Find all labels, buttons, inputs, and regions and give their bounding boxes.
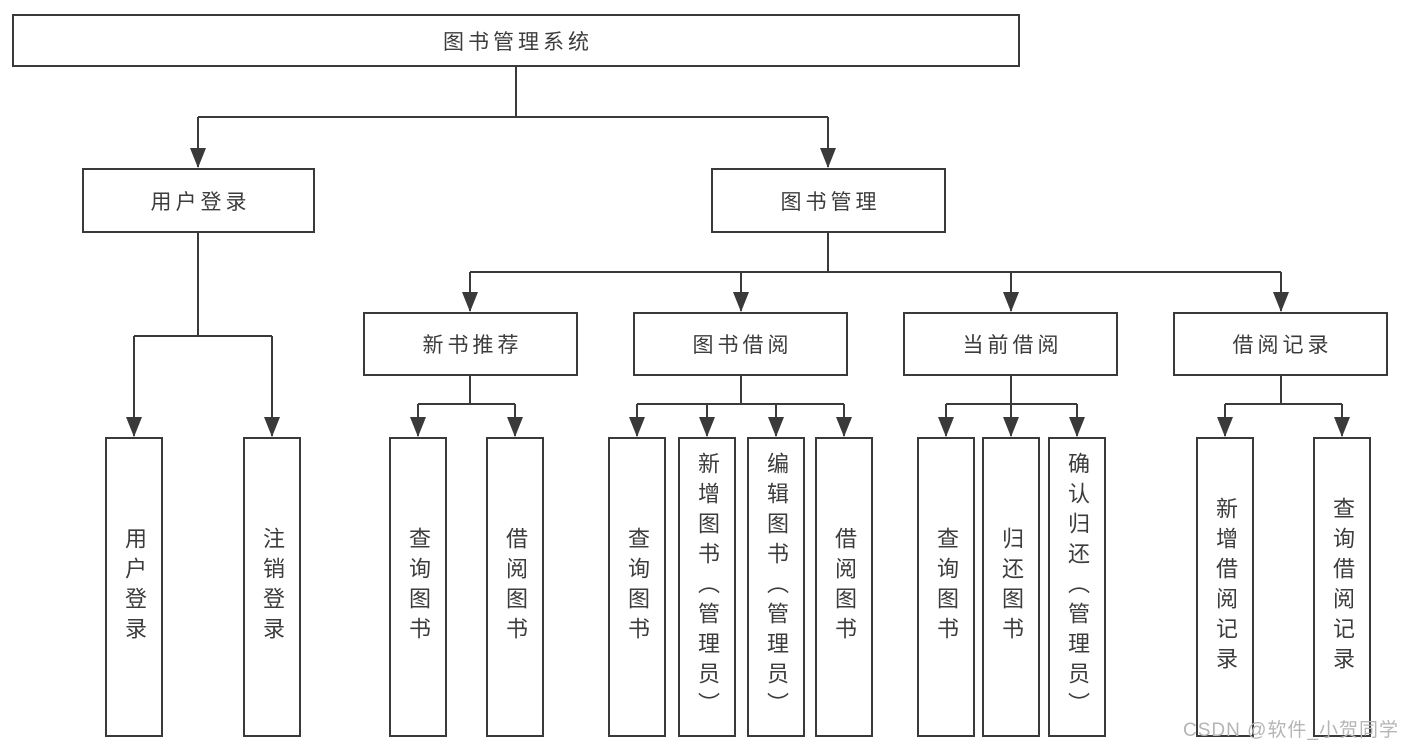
leaf-user-login-label: 用户登录 <box>122 527 147 647</box>
leaf-borrow-books-recommend: 借阅图书 <box>486 437 544 737</box>
leaf-query-books-borrowing: 查询图书 <box>608 437 666 737</box>
leaf-query-books-recommend-label: 查询图书 <box>406 527 431 647</box>
leaf-query-borrow-record-label: 查询借阅记录 <box>1330 497 1355 677</box>
node-book-management: 图书管理 <box>711 168 946 233</box>
csdn-watermark: CSDN @软件_小贺同学 <box>1183 720 1399 741</box>
leaf-edit-books-admin: 编辑图书（管理员） <box>747 437 805 737</box>
leaf-return-books-label: 归还图书 <box>999 527 1024 647</box>
leaf-add-books-admin: 新增图书（管理员） <box>678 437 736 737</box>
leaf-add-borrow-record: 新增借阅记录 <box>1196 437 1254 737</box>
node-user-login-label: 用户登录 <box>150 190 251 214</box>
leaf-borrow-books-recommend-label: 借阅图书 <box>503 527 528 647</box>
leaf-query-books-current: 查询图书 <box>917 437 975 737</box>
node-current-borrowing: 当前借阅 <box>903 312 1118 376</box>
node-new-book-recommendation: 新书推荐 <box>363 312 578 376</box>
node-new-book-recommendation-label: 新书推荐 <box>422 334 523 357</box>
leaf-edit-books-admin-label: 编辑图书（管理员） <box>764 452 789 722</box>
node-library-system: 图书管理系统 <box>12 14 1020 67</box>
leaf-add-books-admin-label: 新增图书（管理员） <box>695 452 720 722</box>
leaf-borrow-books-borrowing: 借阅图书 <box>815 437 873 737</box>
node-book-management-label: 图书管理 <box>780 190 881 214</box>
node-current-borrowing-label: 当前借阅 <box>962 334 1063 357</box>
leaf-confirm-return-admin-label: 确认归还（管理员） <box>1065 452 1090 722</box>
leaf-query-borrow-record: 查询借阅记录 <box>1313 437 1371 737</box>
leaf-logout-login: 注销登录 <box>243 437 301 737</box>
leaf-query-books-borrowing-label: 查询图书 <box>625 527 650 647</box>
node-borrowing-records-label: 借阅记录 <box>1232 334 1333 357</box>
leaf-logout-login-label: 注销登录 <box>260 527 285 647</box>
leaf-borrow-books-borrowing-label: 借阅图书 <box>832 527 857 647</box>
node-user-login: 用户登录 <box>82 168 315 233</box>
leaf-user-login: 用户登录 <box>105 437 163 737</box>
node-book-borrowing-label: 图书借阅 <box>692 334 793 357</box>
leaf-return-books: 归还图书 <box>982 437 1040 737</box>
leaf-confirm-return-admin: 确认归还（管理员） <box>1048 437 1106 737</box>
leaf-query-books-recommend: 查询图书 <box>389 437 447 737</box>
node-borrowing-records: 借阅记录 <box>1173 312 1388 376</box>
node-library-system-label: 图书管理系统 <box>443 30 593 54</box>
node-book-borrowing: 图书借阅 <box>633 312 848 376</box>
leaf-query-books-current-label: 查询图书 <box>934 527 959 647</box>
leaf-add-borrow-record-label: 新增借阅记录 <box>1213 497 1238 677</box>
